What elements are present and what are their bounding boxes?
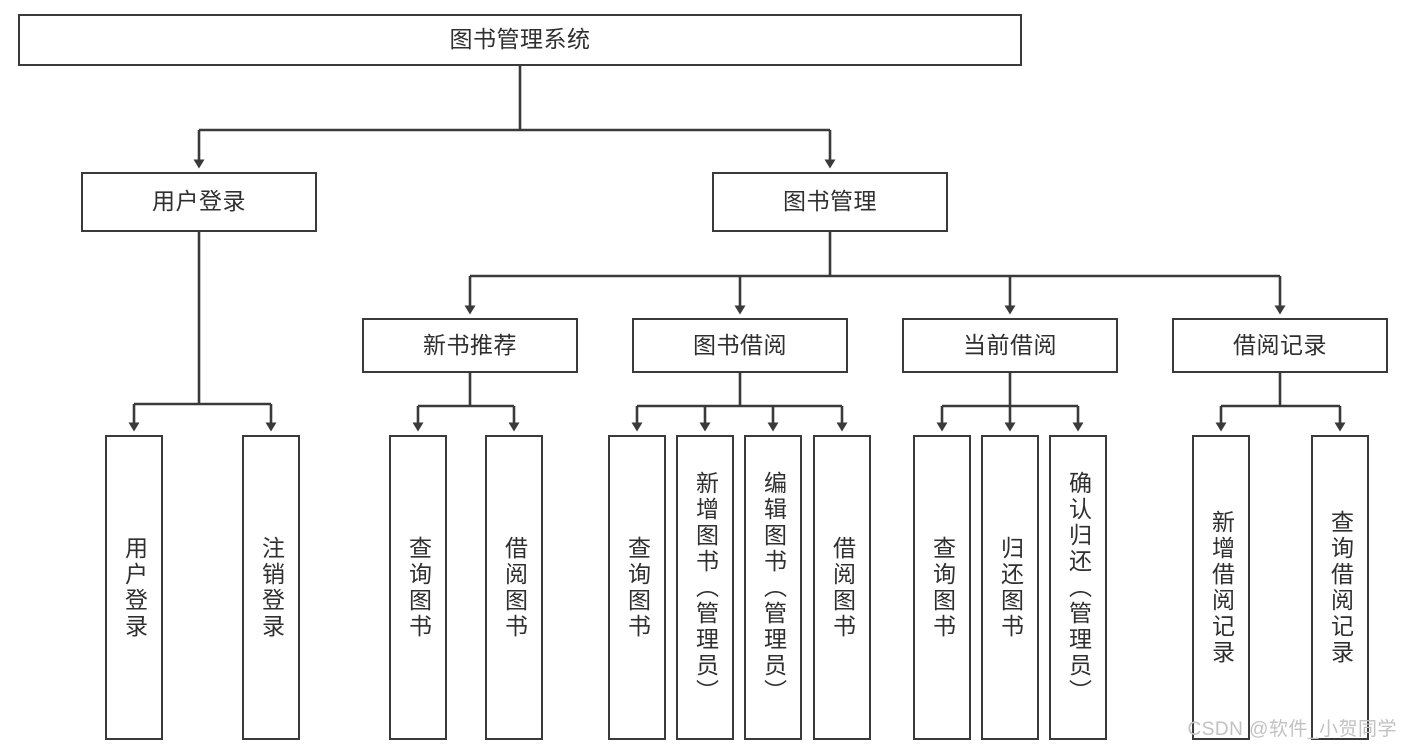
node-book-borrow[interactable]: 图书借阅 [632, 318, 848, 373]
leaf-borrow-book-recommend[interactable]: 借阅图书 [485, 435, 543, 740]
node-current-borrow[interactable]: 当前借阅 [902, 318, 1118, 373]
node-label: 当前借阅 [963, 331, 1057, 358]
node-book-management[interactable]: 图书管理 [712, 172, 948, 232]
node-borrow-record[interactable]: 借阅记录 [1172, 318, 1388, 373]
csdn-watermark: CSDN @软件_小贺同学 [1187, 719, 1397, 740]
leaf-confirm-return-admin[interactable]: 确认归还（管理员） [1049, 435, 1107, 740]
node-label: 查询图书 [624, 535, 651, 640]
leaf-logout-login[interactable]: 注销登录 [242, 435, 300, 740]
leaf-query-book-current[interactable]: 查询图书 [913, 435, 971, 740]
node-label: 归还图书 [997, 535, 1024, 640]
node-label: 借阅图书 [501, 535, 528, 640]
node-label: 查询图书 [929, 535, 956, 640]
node-label: 注销登录 [258, 535, 285, 640]
node-new-book-recommend[interactable]: 新书推荐 [362, 318, 578, 373]
node-label: 查询借阅记录 [1327, 509, 1354, 666]
leaf-borrow-book[interactable]: 借阅图书 [813, 435, 871, 740]
node-user-login[interactable]: 用户登录 [81, 172, 317, 232]
node-label: 借阅图书 [829, 535, 856, 640]
node-label: 新增借阅记录 [1208, 509, 1235, 666]
node-label: 借阅记录 [1233, 331, 1327, 358]
node-label: 用户登录 [121, 535, 148, 640]
node-label: 查询图书 [405, 535, 432, 640]
leaf-query-book-recommend[interactable]: 查询图书 [389, 435, 447, 740]
node-label: 图书管理 [783, 188, 877, 215]
node-label: 新书推荐 [423, 331, 517, 358]
leaf-add-borrow-record[interactable]: 新增借阅记录 [1192, 435, 1250, 740]
leaf-query-book-borrow[interactable]: 查询图书 [608, 435, 666, 740]
node-label: 图书管理系统 [449, 26, 591, 53]
leaf-add-book-admin[interactable]: 新增图书（管理员） [676, 435, 734, 740]
leaf-return-book[interactable]: 归还图书 [981, 435, 1039, 740]
leaf-query-borrow-record[interactable]: 查询借阅记录 [1311, 435, 1369, 740]
node-label: 新增图书（管理员） [692, 470, 719, 705]
node-root-system[interactable]: 图书管理系统 [18, 14, 1022, 66]
leaf-edit-book-admin[interactable]: 编辑图书（管理员） [744, 435, 802, 740]
node-label: 编辑图书（管理员） [760, 470, 787, 705]
leaf-user-login[interactable]: 用户登录 [105, 435, 163, 740]
node-label: 用户登录 [152, 188, 246, 215]
node-label: 确认归还（管理员） [1065, 470, 1092, 705]
node-label: 图书借阅 [693, 331, 787, 358]
